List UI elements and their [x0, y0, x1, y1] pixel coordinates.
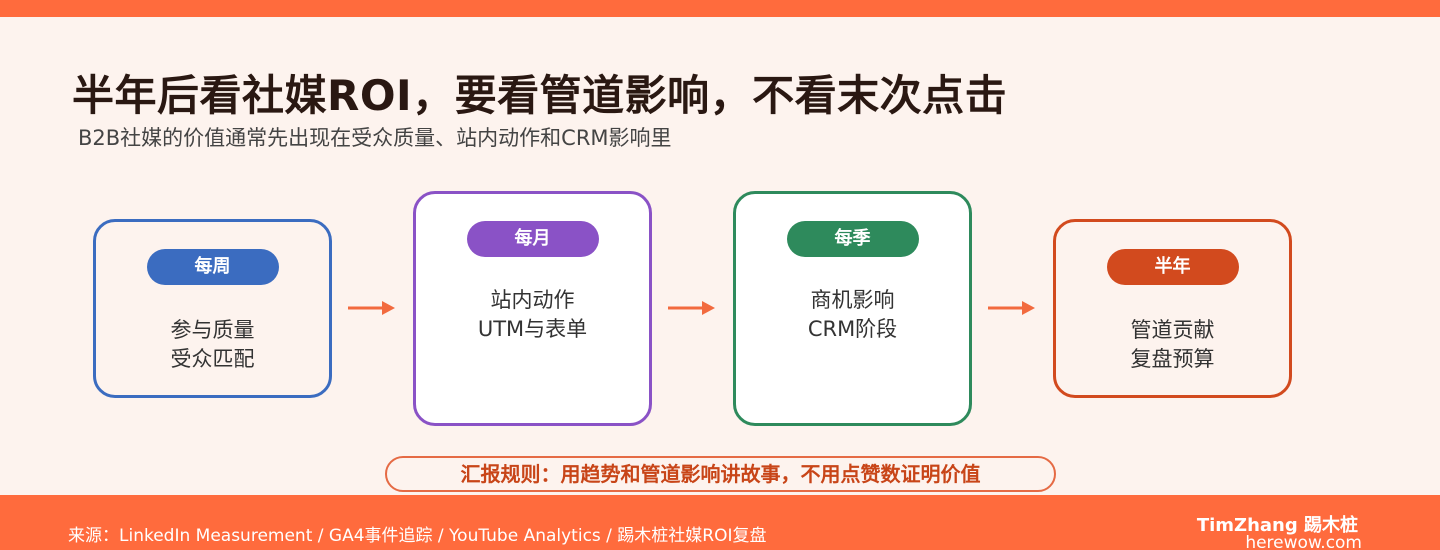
page-title: 半年后看社媒ROI，要看管道影响，不看末次点击 — [72, 71, 1008, 120]
footer-source: 来源：LinkedIn Measurement / GA4事件追踪 / YouT… — [68, 526, 767, 546]
arrow-right-icon — [348, 301, 395, 315]
footer-bar — [0, 495, 1440, 550]
footer-url: herewow.com — [1245, 533, 1362, 550]
stage-line: 管道贡献 — [1130, 318, 1215, 342]
stage-line: UTM与表单 — [477, 317, 588, 341]
stage-label-weekly: 每周 — [146, 249, 279, 285]
stage-text-quarterly: 商机影响 CRM阶段 — [736, 286, 969, 344]
stage-card-monthly: 每月 站内动作 UTM与表单 — [413, 191, 652, 426]
page-subtitle: B2B社媒的价值通常先出现在受众质量、站内动作和CRM影响里 — [78, 126, 672, 150]
stage-line: 受众匹配 — [170, 347, 255, 371]
stage-label-monthly: 每月 — [466, 221, 599, 257]
reporting-rule-banner: 汇报规则：用趋势和管道影响讲故事，不用点赞数证明价值 — [385, 456, 1056, 492]
arrow-right-icon — [668, 301, 715, 315]
stage-text-weekly: 参与质量 受众匹配 — [96, 316, 329, 374]
stage-card-quarterly: 每季 商机影响 CRM阶段 — [733, 191, 972, 426]
footer-brand: TimZhang 踢木桩 — [1196, 515, 1358, 536]
top-accent-bar — [0, 0, 1440, 17]
arrow-right-icon — [988, 301, 1035, 315]
stage-line: 复盘预算 — [1130, 347, 1215, 371]
stage-line: 参与质量 — [170, 318, 255, 342]
stage-label-halfyear: 半年 — [1106, 249, 1239, 285]
stage-text-halfyear: 管道贡献 复盘预算 — [1056, 316, 1289, 374]
stage-card-weekly: 每周 参与质量 受众匹配 — [93, 219, 332, 398]
stage-card-halfyear: 半年 管道贡献 复盘预算 — [1053, 219, 1292, 398]
stage-line: 商机影响 — [810, 288, 895, 312]
stage-line: CRM阶段 — [807, 317, 898, 341]
stage-text-monthly: 站内动作 UTM与表单 — [416, 286, 649, 344]
stage-line: 站内动作 — [490, 288, 575, 312]
stage-label-quarterly: 每季 — [786, 221, 919, 257]
